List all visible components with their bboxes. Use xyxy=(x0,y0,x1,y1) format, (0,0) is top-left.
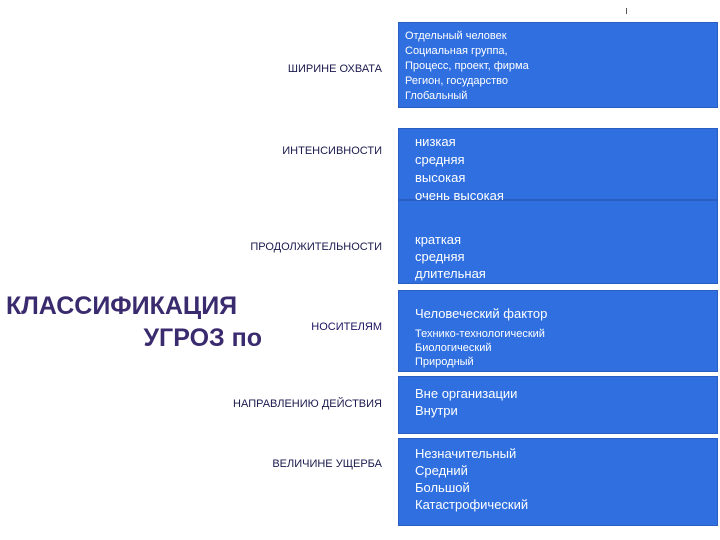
value-item: Большой xyxy=(415,480,470,495)
main-title-line-1: КЛАССИФИКАЦИЯ xyxy=(6,292,238,320)
value-item: Средний xyxy=(415,463,468,478)
value-item: Биологический xyxy=(415,342,492,354)
top-tick-mark xyxy=(626,8,627,14)
value-item: высокая xyxy=(415,170,466,185)
value-item: Регион, государство xyxy=(405,75,508,87)
criterion-label-damage: ВЕЛИЧИНЕ УЩЕРБА xyxy=(272,458,382,470)
values-box-intensity: низкая средняя высокая очень высокая xyxy=(398,128,718,203)
value-item: Процесс, проект, фирма xyxy=(405,60,529,72)
values-box-duration: краткая средняя длительная xyxy=(398,200,718,284)
value-item: Внутри xyxy=(415,403,458,418)
value-item: Отдельный человек xyxy=(405,30,507,42)
value-item: Технико-технологический xyxy=(415,328,545,340)
values-box-damage: Незначительный Средний Большой Катастроф… xyxy=(398,438,718,526)
value-item: Глобальный xyxy=(405,90,468,102)
value-item-lead: Человеческий фактор xyxy=(415,306,548,321)
criterion-label-carriers: НОСИТЕЛЯМ xyxy=(311,321,382,333)
criterion-label-scope: ШИРИНЕ ОХВАТА xyxy=(287,63,382,75)
value-item: длительная xyxy=(415,266,486,281)
values-box-carriers: Человеческий фактор Технико-технологичес… xyxy=(398,290,718,372)
value-item: низкая xyxy=(415,134,456,149)
value-item: средняя xyxy=(415,152,465,167)
values-box-direction: Вне организации Внутри xyxy=(398,376,718,434)
values-box-scope: Отдельный человек Социальная группа, Про… xyxy=(398,22,718,108)
value-item: очень высокая xyxy=(415,188,504,203)
value-item: Социальная группа, xyxy=(405,45,508,57)
criterion-label-duration: ПРОДОЛЖИТЕЛЬНОСТИ xyxy=(250,241,382,253)
value-item: Незначительный xyxy=(415,446,517,461)
value-item: Вне организации xyxy=(415,386,518,401)
main-title: КЛАССИФИКАЦИЯ УГРОЗ по xyxy=(6,290,270,354)
value-item: Катастрофический xyxy=(415,497,529,512)
criterion-label-direction: НАПРАВЛЕНИЮ ДЕЙСТВИЯ xyxy=(233,398,382,410)
value-item: средняя xyxy=(415,249,465,264)
value-item: Природный xyxy=(415,356,474,368)
main-title-line-2: УГРОЗ по xyxy=(143,324,263,352)
value-item: краткая xyxy=(415,232,462,247)
criterion-label-intensity: ИНТЕНСИВНОСТИ xyxy=(282,145,382,157)
